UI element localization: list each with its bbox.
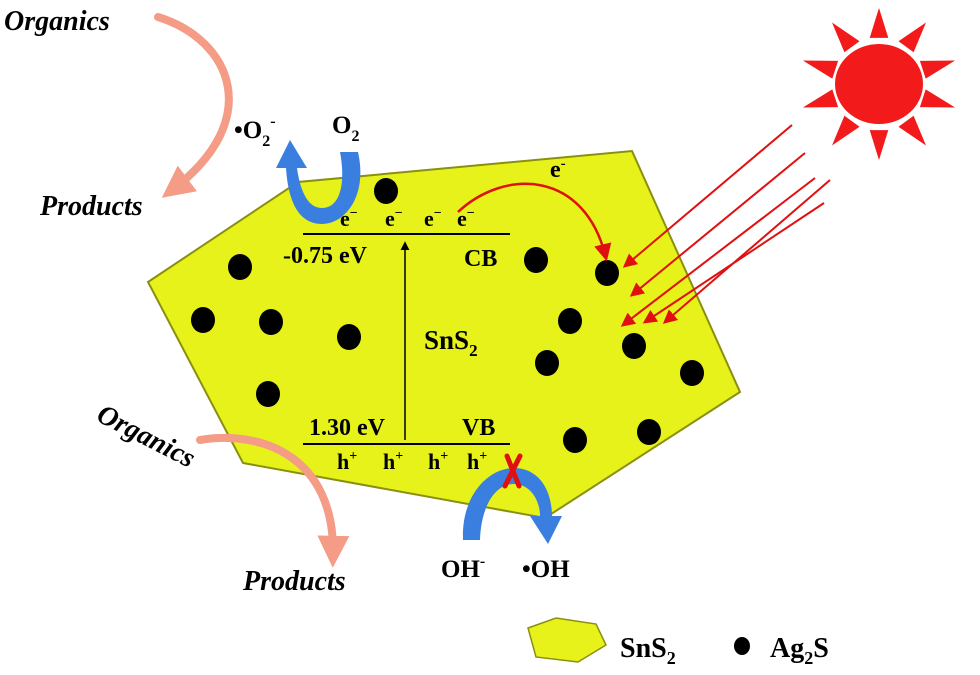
cb-electron: e− bbox=[385, 206, 403, 231]
vb-hole: h+ bbox=[428, 449, 448, 474]
ag2s-particle bbox=[558, 308, 582, 334]
products-bottom-label: Products bbox=[242, 566, 346, 597]
degradation-arrow-bottom bbox=[196, 433, 350, 568]
cb-electrons: e− e− e− e− bbox=[340, 206, 475, 231]
ag2s-particle bbox=[637, 419, 661, 445]
organics-top-label: Organics bbox=[4, 6, 110, 37]
ag2s-particle bbox=[524, 247, 548, 273]
ag2s-particle bbox=[622, 333, 646, 359]
vb-potential: 1.30 eV bbox=[309, 415, 386, 441]
ag2s-particle bbox=[256, 381, 280, 407]
sun-ray bbox=[832, 22, 860, 53]
sun-ray bbox=[919, 60, 956, 79]
ag2s-particle bbox=[191, 307, 215, 333]
ag2s-particle bbox=[595, 260, 619, 286]
sun-icon bbox=[802, 8, 956, 160]
hydroxide-label: OH- bbox=[441, 553, 485, 583]
electron-transfer-arrow bbox=[457, 182, 612, 262]
sun-ray bbox=[898, 115, 926, 146]
sun-ray bbox=[919, 89, 956, 108]
blocked-reaction-mark bbox=[502, 453, 523, 489]
light-rays bbox=[620, 124, 831, 327]
hydroxyl-radical-label: •OH bbox=[522, 556, 570, 583]
sun-ray bbox=[802, 60, 839, 79]
legend-sns2-swatch bbox=[527, 617, 607, 663]
oxygen-label: O2 bbox=[332, 112, 359, 145]
ag2s-particle bbox=[563, 427, 587, 453]
sun-ray bbox=[802, 89, 839, 108]
cb-electron: e− bbox=[340, 206, 358, 231]
vb-hole: h+ bbox=[383, 449, 403, 474]
cb-label: CB bbox=[464, 246, 497, 272]
material-label: SnS2 bbox=[424, 325, 478, 360]
sun-ray bbox=[869, 130, 889, 160]
ag2s-particle bbox=[374, 178, 398, 204]
degradation-arrow-top bbox=[154, 13, 233, 198]
legend-ag2s-swatch bbox=[734, 637, 750, 655]
superoxide-label: •O2- bbox=[234, 113, 276, 150]
organics-bottom-label: Organics bbox=[92, 399, 200, 475]
ag2s-particle bbox=[228, 254, 252, 280]
cb-potential: -0.75 eV bbox=[283, 243, 368, 269]
sun-ray bbox=[869, 8, 889, 38]
products-top-label: Products bbox=[39, 191, 143, 222]
ag2s-particle bbox=[680, 360, 704, 386]
light-ray bbox=[662, 179, 831, 324]
ag2s-particle bbox=[259, 309, 283, 335]
sun-ray bbox=[898, 22, 926, 53]
legend-ag2s-label: Ag2S bbox=[770, 633, 829, 668]
vb-label: VB bbox=[462, 415, 495, 441]
vb-hole: h+ bbox=[337, 449, 357, 474]
light-ray bbox=[622, 124, 793, 268]
light-ray bbox=[620, 177, 816, 327]
electron-transfer-label: e- bbox=[550, 156, 566, 183]
vb-holes: h+ h+ h+ h+ bbox=[337, 449, 487, 474]
hydroxyl-oxidation-arrow bbox=[462, 468, 562, 544]
cb-electron: e− bbox=[457, 206, 475, 231]
sun-ray bbox=[832, 115, 860, 146]
ag2s-particle bbox=[337, 324, 361, 350]
light-ray bbox=[629, 152, 806, 297]
oxygen-reduction-arrow bbox=[276, 140, 361, 224]
vb-hole: h+ bbox=[467, 449, 487, 474]
legend: SnS2 Ag2S bbox=[527, 617, 829, 668]
ag2s-particle bbox=[535, 350, 559, 376]
ag2s-particles bbox=[191, 178, 704, 453]
legend-sns2-label: SnS2 bbox=[620, 633, 676, 668]
cb-electron: e− bbox=[424, 206, 442, 231]
